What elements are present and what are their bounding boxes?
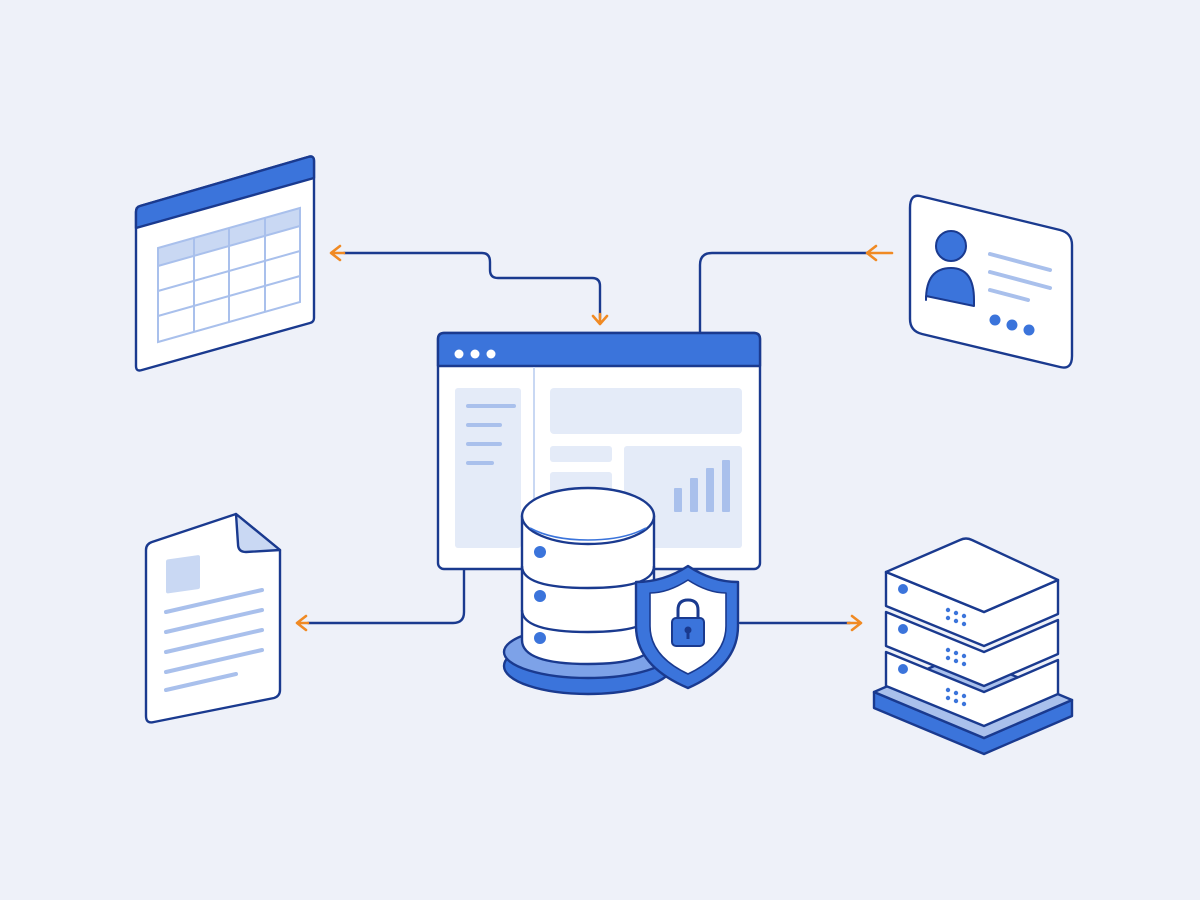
spreadsheet-icon [134,155,316,372]
arrowhead-to-document [295,614,310,632]
arrowhead-to-window-top [591,312,609,326]
window-dot [486,349,496,359]
arrowhead-to-spreadsheet [329,244,346,262]
server-vent-dots [945,607,967,707]
window-sidebar [455,388,521,548]
edge-spreadsheet-window [342,251,602,320]
edge-window-document [306,568,466,625]
window-header-panel [550,388,742,434]
shield-lock-icon [634,564,740,690]
document-thumbnail [166,555,200,594]
contact-card-icon [908,194,1074,369]
document-icon [144,512,282,724]
bar-chart-icon [674,460,730,512]
database-cylinder-icon [502,486,674,696]
arrowhead-to-server [846,614,863,632]
avatar-head [935,230,967,262]
arrowheads [295,244,894,632]
edge-card-window [698,251,870,334]
lock-shackle [676,598,700,620]
arrowhead-from-card [865,244,894,262]
window-dot [470,349,480,359]
window-small-panel [550,446,612,462]
window-dot [454,349,464,359]
avatar-body [925,267,975,307]
connectors [306,251,870,625]
server-stack-icon [872,537,1074,756]
